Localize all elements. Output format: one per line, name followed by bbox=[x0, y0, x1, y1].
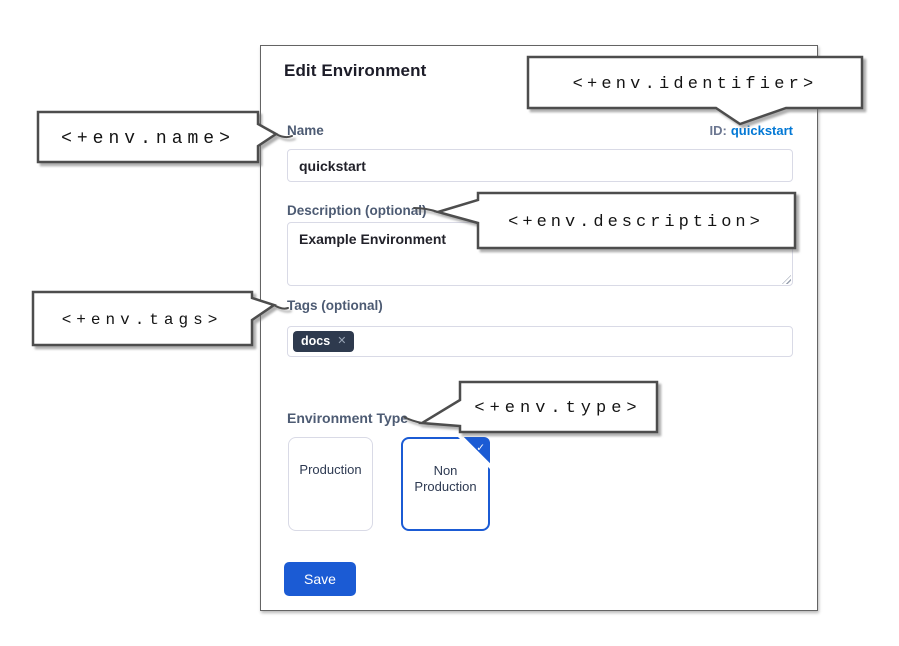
name-id-row: Name ID:quickstart bbox=[287, 123, 793, 138]
save-button[interactable]: Save bbox=[284, 562, 356, 596]
tag-chip: docs ✕ bbox=[293, 331, 355, 352]
name-input[interactable] bbox=[287, 149, 793, 182]
option-card-non-production[interactable]: Non Production ✓ bbox=[401, 437, 490, 531]
check-icon: ✓ bbox=[476, 442, 485, 454]
dialog-title: Edit Environment bbox=[284, 61, 427, 80]
callout-env-tags: <+env.tags> bbox=[31, 290, 289, 347]
name-label: Name bbox=[287, 123, 324, 138]
callout-env-name-text: <+env.name> bbox=[61, 129, 235, 149]
callout-env-tags-text: <+env.tags> bbox=[62, 311, 223, 329]
resize-handle-icon[interactable] bbox=[782, 275, 791, 284]
callout-env-type-text: <+env.type> bbox=[474, 399, 641, 418]
tag-remove-icon[interactable]: ✕ bbox=[337, 334, 347, 347]
callout-env-type: <+env.type> bbox=[403, 380, 659, 434]
callout-env-description-text: <+env.description> bbox=[508, 213, 764, 232]
tag-chip-label: docs bbox=[301, 334, 331, 348]
option-card-label: Production bbox=[299, 462, 362, 477]
tags-input[interactable]: docs ✕ bbox=[287, 326, 793, 357]
callout-env-identifier: <+env.identifier> bbox=[526, 55, 864, 126]
option-card-production[interactable]: Production bbox=[288, 437, 373, 531]
callout-env-identifier-text: <+env.identifier> bbox=[573, 75, 818, 94]
environment-id: ID:quickstart bbox=[710, 123, 793, 138]
option-card-label: Non Production bbox=[414, 463, 477, 494]
tags-label: Tags (optional) bbox=[287, 298, 383, 313]
edit-environment-dialog: Edit Environment Name ID:quickstart Desc… bbox=[260, 45, 818, 611]
environment-type-label: Environment Type bbox=[287, 410, 409, 426]
id-label: ID: bbox=[709, 123, 727, 138]
description-label: Description (optional) bbox=[287, 203, 427, 218]
id-value-link[interactable]: quickstart bbox=[730, 123, 793, 138]
callout-env-description: <+env.description> bbox=[413, 191, 797, 250]
callout-env-name: <+env.name> bbox=[36, 110, 293, 164]
